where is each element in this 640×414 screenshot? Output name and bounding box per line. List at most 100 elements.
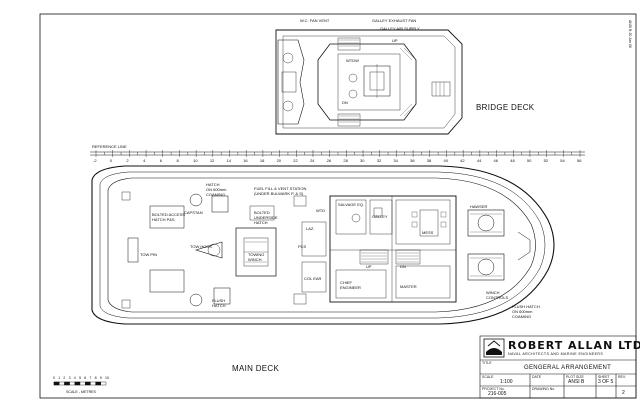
mess-label: MESS [422,230,434,235]
main-up-label: UP [366,264,372,269]
frame-number: 56 [577,158,582,163]
frame-number: 44 [476,158,482,163]
frame-number: 10 [193,158,198,163]
winch-controls-label: WINCH CONTROLS [486,290,509,300]
title-caption: TITLE [482,361,492,365]
salvage-label: SALVAGE EQ. [338,202,365,207]
frame-number: 42 [460,158,465,163]
frame-number: 18 [259,158,265,163]
bridge-up-label: UP [392,38,398,43]
frame-number: 22 [293,158,298,163]
frame-number: 26 [326,158,332,163]
title-block-frame [479,335,637,399]
bolted-access-label: BOLTED ACCESS HATCH P&S [152,212,186,222]
wtd-label: WTD [316,208,326,213]
scale-tick-label: 4 [73,376,76,380]
plot-size-value: ANSI B [568,379,585,385]
main-deck-plan [91,165,555,325]
plot-size-caption: PLOT SIZE [566,375,584,379]
frame-number: 14 [226,158,231,163]
scale-tick-label: 8 [94,376,97,380]
wc-fan-vent-label: W.C. FAN VENT [300,18,330,23]
scale-tick-label: 10 [105,376,109,380]
frame-number: 54 [560,158,565,163]
frame-number: 32 [376,158,382,163]
scale-tick-label: 9 [99,376,102,380]
frame-number: 52 [543,158,549,163]
capstan-label: CAPSTAN [184,210,203,215]
scale-caption-tb: SCALE [482,375,494,379]
sheet-border [39,13,637,399]
bridge-dn-label: DN [342,100,348,105]
frame-number: 48 [510,158,515,163]
frame-number: 46 [493,158,498,163]
main-deck-title: MAIN DECK [232,364,280,373]
flush-hatch-label: FLUSH HATCH [212,298,226,308]
sheet-value: 3 OF 5 [598,379,614,385]
col-ear-label: COL EAR [304,276,322,281]
scale-tick-label: 3 [68,376,71,380]
scale-tick-label: 2 [63,376,66,380]
frame-number: 38 [426,158,432,163]
drawing-no-caption: DRAWING No. [532,387,556,391]
scale-tick-label: 7 [89,376,92,380]
scale-tick-label: 0 [53,376,55,380]
pcs-label: PCS [298,244,307,249]
galley-air-supply-label: GALLEY AIR SUPPLY [380,26,420,31]
sheet-caption: SHEET [598,375,610,379]
scale-caption: SCALE - METRES [66,390,96,394]
frame-number: 2 [126,158,129,163]
tow-hook-label: TOW HOOK [190,244,213,249]
frame-number: 0 [109,158,112,163]
bridge-deck-plan [275,29,463,135]
scale-tick-label: 1 [58,376,61,380]
company-tagline: NAVAL ARCHITECTS AND MARINE ENGINEERS [508,352,604,356]
tow-pin-label: TOW PIN [140,252,158,257]
frame-number: 16 [243,158,248,163]
scale-tick-label: 5 [79,376,81,380]
frame-ticks [95,150,581,157]
chief-engineer-label: CHIEF ENGINEER [340,280,361,290]
reference-line [90,151,585,156]
frame-number: 6 [159,158,162,163]
fuel-fill-label: FUEL FILL & VENT STATION (UNDER BULWARK … [254,186,307,196]
rev-value: 2 [622,390,625,396]
project-value: 216-005 [488,391,507,397]
frame-number: 40 [443,158,448,163]
galley-exhaust-fan-label: GALLEY EXHAUST FAN [372,18,417,23]
frame-number: 8 [176,158,179,163]
hatch-coaming-label: HATCH ON 600mm COAMING [206,182,227,197]
scale-bar [53,381,107,386]
hawser-label: HAWSER [470,204,488,209]
frame-number: 28 [343,158,348,163]
main-deck-hatching [245,213,502,277]
master-label: MASTER [400,284,417,289]
reference-line-label: REFERENCE LINE [92,144,127,149]
bridge-hatching [339,39,415,123]
company-name: ROBERT ALLAN LTD. [508,339,640,352]
laz-label: LAZ. [306,226,315,231]
towing-winch-label: TOWING WINCH [248,252,265,262]
bolted-underside-hatch-label: BOLTED UNDERSIDE HATCH [254,210,278,225]
frame-number: 30 [360,158,365,163]
scale-tick-label: 6 [84,376,87,380]
frame-number: 24 [309,158,315,163]
main-dn-label: DN [400,264,406,269]
drawing-title: GENGERAL ARRANGEMENT [524,365,612,371]
project-caption: PROJECT No. [482,387,505,391]
rev-caption: REV. [618,375,626,379]
frame-number: -2 [93,158,97,163]
frame-number: 36 [410,158,415,163]
frame-number: 12 [209,158,215,163]
frame-number: 20 [276,158,282,163]
galley-label: GALLEY [372,214,388,219]
frame-number: 50 [526,158,532,163]
flush-hatch-coaming-label: FLUSH HATCH ON 600mm COAMING [512,304,540,319]
side-note: ANSI B 20 Jan 08 [628,20,632,48]
frame-number: 34 [393,158,398,163]
bridge-deck-title: BRIDGE DECK [476,103,535,112]
scale-value: 1:100 [500,379,513,385]
date-caption: DATE [532,375,542,379]
company-logo [483,338,505,358]
